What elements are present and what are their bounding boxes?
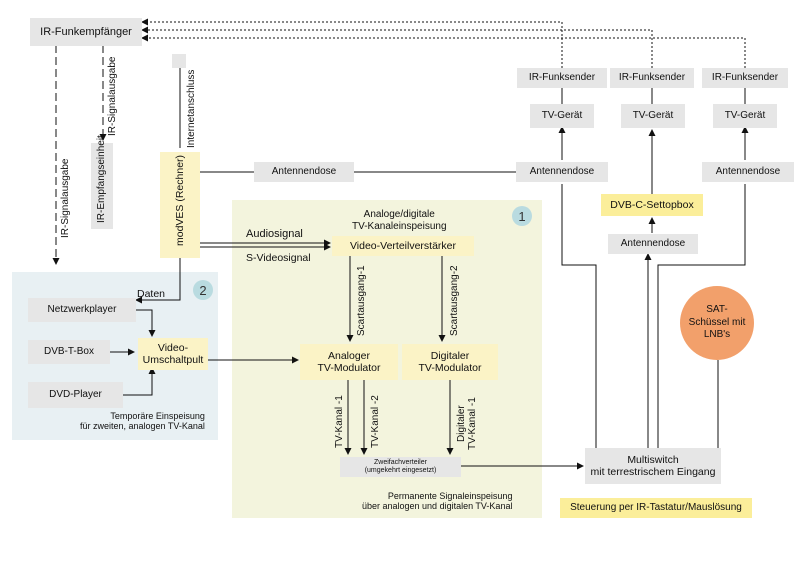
analog-modulator-label: Analoger TV-Modulator xyxy=(317,349,381,374)
ir-sender-3-label: IR-Funksender xyxy=(711,72,779,84)
video-switch-label: Video- Umschaltpult xyxy=(142,341,204,366)
dvbt-box-label: DVB-T-Box xyxy=(43,346,94,358)
digital-tv-channel-label: Digitaler TV-Kanal -1 xyxy=(456,397,478,450)
tv-1-box: TV-Gerät xyxy=(530,104,594,128)
audio-signal-label: Audiosignal xyxy=(246,228,303,240)
section-badge-1: 1 xyxy=(512,206,532,226)
dvd-player-box: DVD-Player xyxy=(28,382,123,408)
video-switch-box: Video- Umschaltpult xyxy=(138,338,208,370)
dvbc-settopbox-box: DVB-C-Settopbox xyxy=(601,194,703,216)
tv-3-box: TV-Gerät xyxy=(713,104,777,128)
antenna-outlet-2-box: Antennendose xyxy=(608,234,698,254)
dvbc-settopbox-label: DVB-C-Settopbox xyxy=(610,198,694,211)
modves-label: modVES (Rechner) xyxy=(174,154,186,246)
temporary-feed-label: Temporäre Einspeisung für zweiten, analo… xyxy=(80,411,205,432)
multiswitch-box: Multiswitch mit terrestrischem Eingang xyxy=(585,448,721,484)
ir-sender-3-box: IR-Funksender xyxy=(702,68,788,88)
tv-1-label: TV-Gerät xyxy=(541,110,583,122)
section-badge-2: 2 xyxy=(193,280,213,300)
tv-3-label: TV-Gerät xyxy=(724,110,766,122)
ir-unit-box: IR-Empfangseinheit xyxy=(91,135,113,229)
internet-port-label: Internetanschluss xyxy=(186,69,197,148)
ir-sender-1-label: IR-Funksender xyxy=(528,72,596,84)
ir-receiver-box: IR-Funkempfänger xyxy=(30,18,142,46)
tv-2-label: TV-Gerät xyxy=(632,110,674,122)
ir-control-label: Steuerung per IR-Tastatur/Mauslösung xyxy=(570,502,742,514)
antenna-outlet-3-box: Antennendose xyxy=(702,162,794,182)
modves-box: modVES (Rechner) xyxy=(160,152,200,258)
antenna-outlet-main-label: Antennendose xyxy=(271,166,337,178)
antenna-outlet-3-label: Antennendose xyxy=(715,166,781,178)
svideo-signal-label: S-Videosignal xyxy=(246,252,311,264)
multiswitch-label: Multiswitch mit terrestrischem Eingang xyxy=(590,453,716,478)
ir-unit-label: IR-Empfangseinheit xyxy=(96,135,107,223)
scart-output-1-label: Scartausgang-1 xyxy=(356,265,367,336)
dvd-player-label: DVD-Player xyxy=(49,389,102,401)
analog-modulator-box: Analoger TV-Modulator xyxy=(300,344,398,380)
antenna-outlet-2-label: Antennendose xyxy=(620,238,686,250)
scart-output-2-label: Scartausgang-2 xyxy=(449,265,460,336)
internet-port-box xyxy=(172,54,186,68)
digital-modulator-label: Digitaler TV-Modulator xyxy=(418,349,482,374)
splitter-label: Zweifachverteiler (umgekehrt eingesetzt) xyxy=(364,458,437,474)
data-label: Daten xyxy=(137,288,166,300)
antenna-outlet-1-box: Antennendose xyxy=(516,162,608,182)
dvbt-box: DVB-T-Box xyxy=(28,340,110,364)
antenna-outlet-main-box: Antennendose xyxy=(254,162,354,182)
tv-channel-2-label: TV-Kanal -2 xyxy=(370,395,381,448)
sat-dish: SAT- Schüssel mit LNB's xyxy=(680,286,754,360)
tv-2-box: TV-Gerät xyxy=(621,104,685,128)
antenna-outlet-1-label: Antennendose xyxy=(529,166,595,178)
ir-sender-2-box: IR-Funksender xyxy=(610,68,694,88)
tv-channel-1-label: TV-Kanal -1 xyxy=(334,395,345,448)
video-distribution-amp-label: Video-Verteilverstärker xyxy=(349,239,457,252)
ir-control-box: Steuerung per IR-Tastatur/Mauslösung xyxy=(560,498,752,518)
sat-dish-label: SAT- Schüssel mit LNB's xyxy=(688,304,746,341)
network-player-box: Netzwerkplayer xyxy=(28,298,136,322)
network-player-label: Netzwerkplayer xyxy=(47,304,117,316)
splitter-box: Zweifachverteiler (umgekehrt eingesetzt) xyxy=(340,457,461,477)
permanent-feed-label: Permanente Signaleinspeisung über analog… xyxy=(362,491,513,512)
ir-sender-2-label: IR-Funksender xyxy=(618,72,686,84)
ir-output-label-2: IR-Signalausgabe xyxy=(107,56,118,137)
ir-sender-1-box: IR-Funksender xyxy=(517,68,607,88)
ir-receiver-label: IR-Funkempfänger xyxy=(40,25,132,38)
ir-output-label-1: IR-Signalausgabe xyxy=(60,158,71,239)
video-distribution-amp-box: Video-Verteilverstärker xyxy=(332,236,474,256)
analog-digital-feed-label: Analoge/digitale TV-Kanaleinspeisung xyxy=(352,209,447,232)
digital-modulator-box: Digitaler TV-Modulator xyxy=(402,344,498,380)
